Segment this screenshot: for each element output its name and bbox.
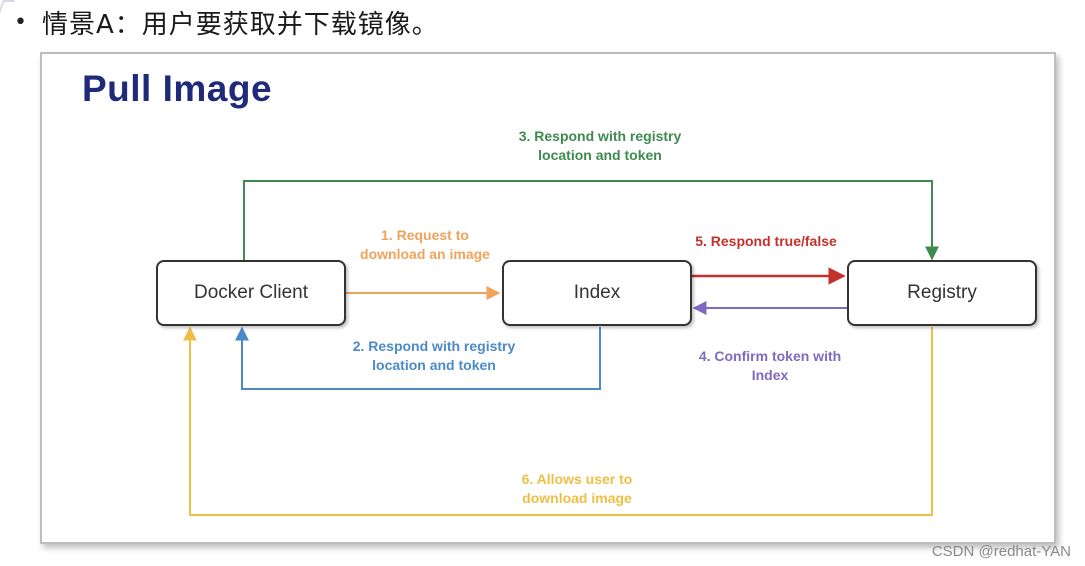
step-2-label: 2. Respond with registry location and to… (352, 338, 516, 373)
bullet-icon: • (14, 9, 28, 35)
docker-client-node: Docker Client (156, 260, 346, 326)
step-4-label: 4. Confirm token with Index (698, 348, 842, 383)
arrow-step-3 (243, 180, 939, 261)
arrow-step-2 (235, 326, 601, 390)
flow-arrows (183, 180, 939, 516)
slide-title: Pull Image (82, 68, 273, 109)
step-6-label: 6. Allows user to download image (521, 471, 633, 506)
corner-decoration (0, 0, 15, 16)
scenario-heading: • 情景A：用户要获取并下载镜像。 (14, 4, 439, 40)
step-1-label: 1. Request to download an image (360, 227, 490, 262)
pull-image-slide: Pull Image Docker Client Index Registry … (40, 52, 1056, 544)
registry-node: Registry (847, 260, 1037, 326)
step-5-label: 5. Respond true/false (695, 233, 837, 249)
step-3-label: 3. Respond with registry location and to… (518, 128, 682, 163)
arrow-step-6 (183, 326, 933, 516)
scenario-text: 情景A：用户要获取并下载镜像。 (41, 9, 439, 40)
watermark: CSDN @redhat-YAN (931, 543, 1071, 560)
index-node: Index (502, 260, 692, 326)
